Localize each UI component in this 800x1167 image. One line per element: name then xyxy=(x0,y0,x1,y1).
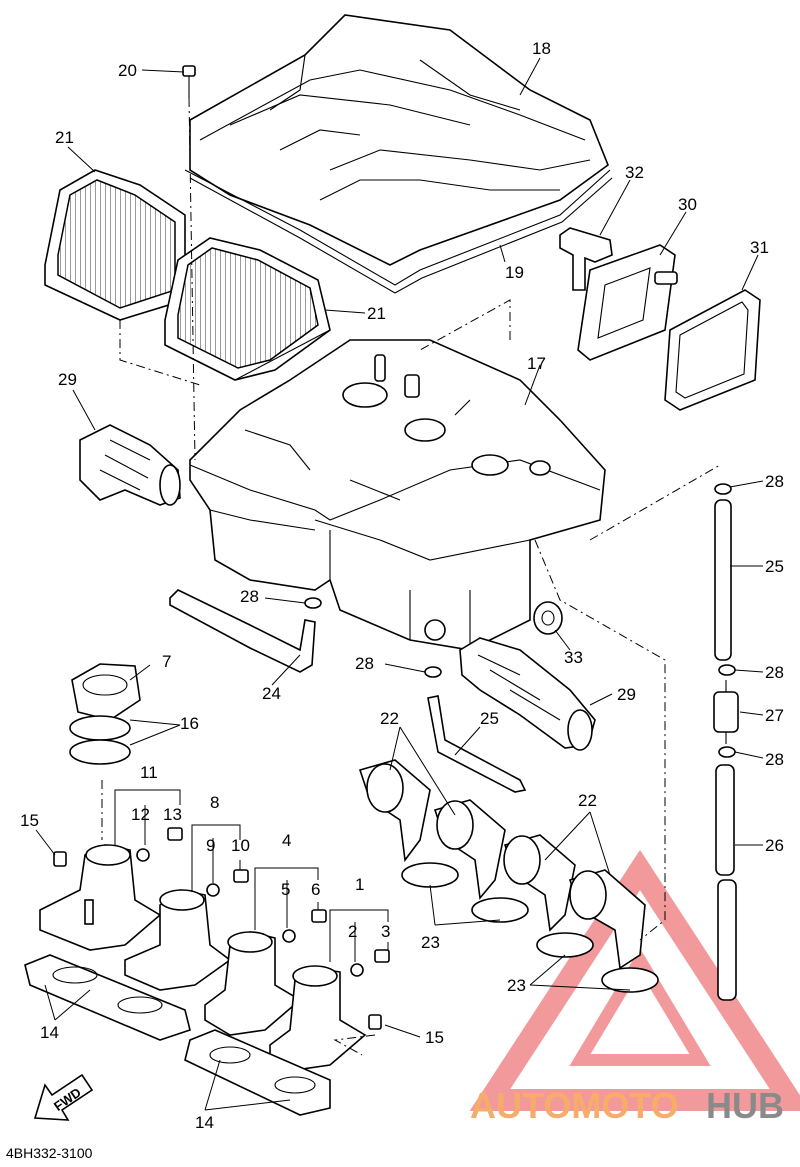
callout-22b: 22 xyxy=(578,791,597,810)
callout-6: 6 xyxy=(311,880,320,899)
callout-32: 32 xyxy=(625,163,644,182)
funnel-lower xyxy=(459,637,596,751)
watermark-logo xyxy=(469,849,800,1111)
callout-4: 4 xyxy=(282,831,291,850)
callout-25a: 25 xyxy=(765,557,784,576)
callout-28b: 28 xyxy=(240,587,259,606)
manifold-gasket-upper xyxy=(24,954,191,1041)
callout-15b: 15 xyxy=(425,1028,444,1047)
air-cleaner-case xyxy=(189,339,606,651)
callout-13: 13 xyxy=(163,805,182,824)
vertical-hose-upper xyxy=(714,499,732,661)
callout-11: 11 xyxy=(140,763,158,782)
callout-20: 20 xyxy=(118,61,137,80)
callout-1: 1 xyxy=(355,875,364,894)
vent-frame xyxy=(664,289,761,411)
callout-28c: 28 xyxy=(355,654,374,673)
callout-25b: 25 xyxy=(480,709,499,728)
intake-manifold-2 xyxy=(124,889,232,991)
callout-28d: 28 xyxy=(765,663,784,682)
callout-7: 7 xyxy=(162,652,171,671)
callout-24: 24 xyxy=(262,684,281,703)
breather-hose xyxy=(427,695,527,793)
vertical-hose-lower xyxy=(715,764,737,1001)
callout-31: 31 xyxy=(750,238,769,257)
small-fasteners xyxy=(53,827,390,1030)
fuel-filter xyxy=(713,680,739,744)
callout-labels: 20 18 21 32 30 31 19 21 17 29 28 25 28 3… xyxy=(20,39,784,1132)
forward-direction-arrow: FWD xyxy=(33,1073,94,1121)
drawing-code: 4BH332-3100 xyxy=(6,1145,93,1161)
intake-manifold-3 xyxy=(204,931,302,1036)
callout-28a: 28 xyxy=(765,472,784,491)
callout-28e: 28 xyxy=(765,750,784,769)
callout-18: 18 xyxy=(532,39,551,58)
callout-23a: 23 xyxy=(421,933,440,952)
cover-gasket xyxy=(184,169,613,294)
callout-16: 16 xyxy=(180,714,199,733)
watermark-brand-b: HUB xyxy=(706,1085,784,1126)
callout-26: 26 xyxy=(765,836,784,855)
carburetor-joint-7 xyxy=(71,663,141,721)
callout-29b: 29 xyxy=(617,685,636,704)
intake-manifold-1 xyxy=(39,844,162,951)
filter-element-right xyxy=(164,237,331,381)
callout-17: 17 xyxy=(527,354,546,373)
callout-30: 30 xyxy=(678,195,697,214)
manifold-gasket-lower xyxy=(184,1029,331,1116)
clamps-16 xyxy=(69,715,131,765)
callout-23b: 23 xyxy=(507,976,526,995)
leader-lines xyxy=(35,57,764,1111)
callout-21: 21 xyxy=(55,128,74,147)
callout-14a: 14 xyxy=(40,1023,59,1042)
callout-27: 27 xyxy=(765,706,784,725)
drain-hose xyxy=(169,589,316,673)
cover-screw xyxy=(182,65,196,98)
callout-3: 3 xyxy=(381,922,390,941)
hose-clips xyxy=(304,483,736,758)
assembly-centerlines xyxy=(101,97,721,1056)
callout-5: 5 xyxy=(281,880,290,899)
callout-19: 19 xyxy=(505,263,524,282)
callout-22a: 22 xyxy=(380,709,399,728)
watermark-brand-a: AUTOMOTO xyxy=(470,1085,679,1126)
callout-33: 33 xyxy=(564,648,583,667)
rubber-grommet xyxy=(533,601,563,635)
callout-15a: 15 xyxy=(20,811,39,830)
intake-manifold-4 xyxy=(269,965,367,1071)
callout-8: 8 xyxy=(210,793,219,812)
callout-29: 29 xyxy=(58,370,77,389)
callout-10: 10 xyxy=(231,836,250,855)
joint-clamps xyxy=(401,862,659,993)
callout-14b: 14 xyxy=(195,1113,214,1132)
funnel-upper xyxy=(79,424,181,506)
watermark-text: AUTOMOTO HUB xyxy=(470,1085,784,1126)
callout-2: 2 xyxy=(348,922,357,941)
breather-pipe xyxy=(559,227,613,291)
filter-element-left xyxy=(44,169,186,321)
callout-21b: 21 xyxy=(367,304,386,323)
crankcase-vent-plate xyxy=(577,244,678,361)
carburetor-joints xyxy=(358,759,646,970)
callout-12: 12 xyxy=(131,805,150,824)
callout-9: 9 xyxy=(206,836,215,855)
